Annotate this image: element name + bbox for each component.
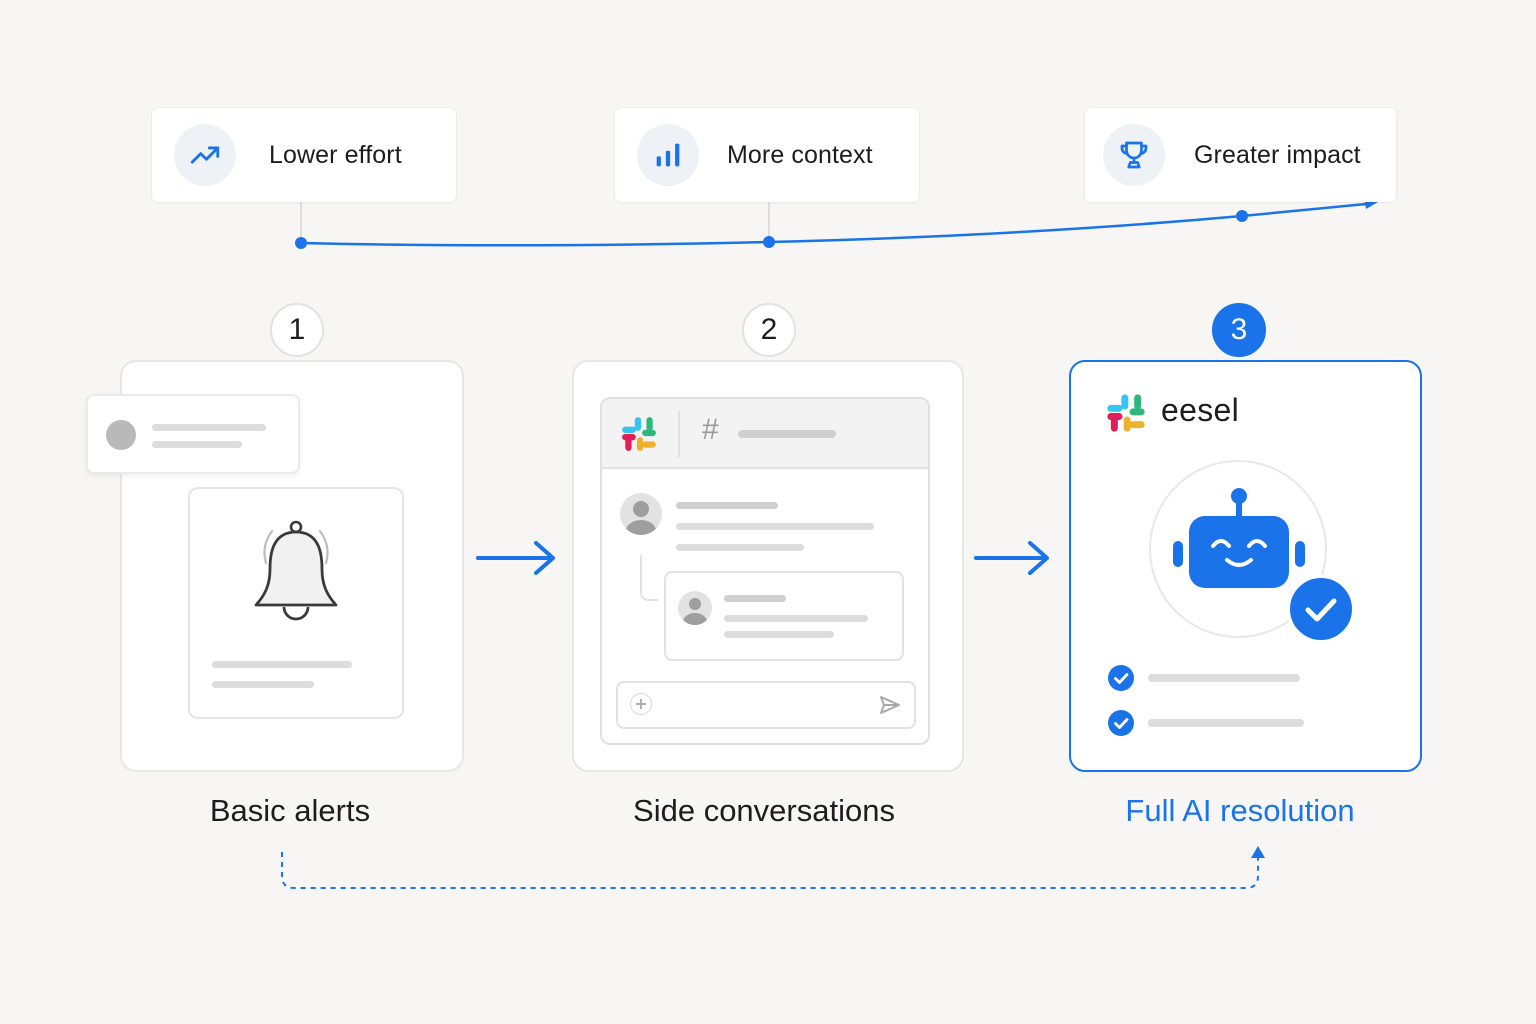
arrow-right-icon	[974, 541, 1049, 575]
channel-hash: #	[702, 413, 719, 446]
slack-logo-icon	[1105, 392, 1147, 439]
thread-reply	[664, 571, 904, 661]
benefit-label: Greater impact	[1194, 141, 1361, 169]
arrow-right-icon	[476, 541, 555, 575]
thread-line	[640, 555, 658, 601]
step-caption-2: Side conversations	[633, 793, 895, 828]
send-icon[interactable]	[878, 693, 902, 722]
progress-line	[295, 196, 1378, 249]
benefit-more-context: More context	[615, 108, 919, 202]
avatar	[678, 591, 712, 625]
benefit-label: Lower effort	[269, 141, 402, 169]
progress-dot-3	[1236, 210, 1248, 222]
benefit-label: More context	[727, 141, 873, 169]
side-conversations-card: #	[572, 360, 964, 772]
benefit-lower-effort: Lower effort	[152, 108, 456, 202]
alert-panel	[188, 487, 404, 719]
step-badge-3: 3	[1212, 303, 1266, 357]
message-composer[interactable]	[616, 681, 916, 729]
step-caption-3: Full AI resolution	[1125, 793, 1355, 828]
check-icon	[1108, 710, 1134, 736]
notification-toast	[86, 394, 300, 474]
step-badge-1: 1	[270, 303, 324, 357]
step-badge-2: 2	[742, 303, 796, 357]
progress-dot-2	[763, 236, 775, 248]
step-caption-1: Basic alerts	[209, 793, 371, 828]
avatar	[106, 420, 136, 450]
progress-dot-1	[295, 237, 307, 249]
slack-logo-icon	[620, 415, 658, 458]
ai-resolution-card: eesel	[1069, 360, 1422, 772]
check-badge-icon	[1287, 575, 1355, 643]
channel-header: #	[602, 399, 928, 469]
trophy-icon	[1103, 124, 1165, 186]
plus-icon[interactable]	[630, 693, 652, 715]
benefit-greater-impact: Greater impact	[1085, 108, 1396, 202]
brand-name: eesel	[1161, 392, 1239, 428]
robot-icon	[1173, 488, 1305, 588]
check-icon	[1108, 665, 1134, 691]
dashed-connector	[281, 846, 1265, 889]
trending-up-icon	[174, 124, 236, 186]
bell-icon	[230, 517, 362, 642]
slack-window: #	[600, 397, 930, 745]
avatar	[620, 493, 662, 535]
bar-chart-icon	[637, 124, 699, 186]
